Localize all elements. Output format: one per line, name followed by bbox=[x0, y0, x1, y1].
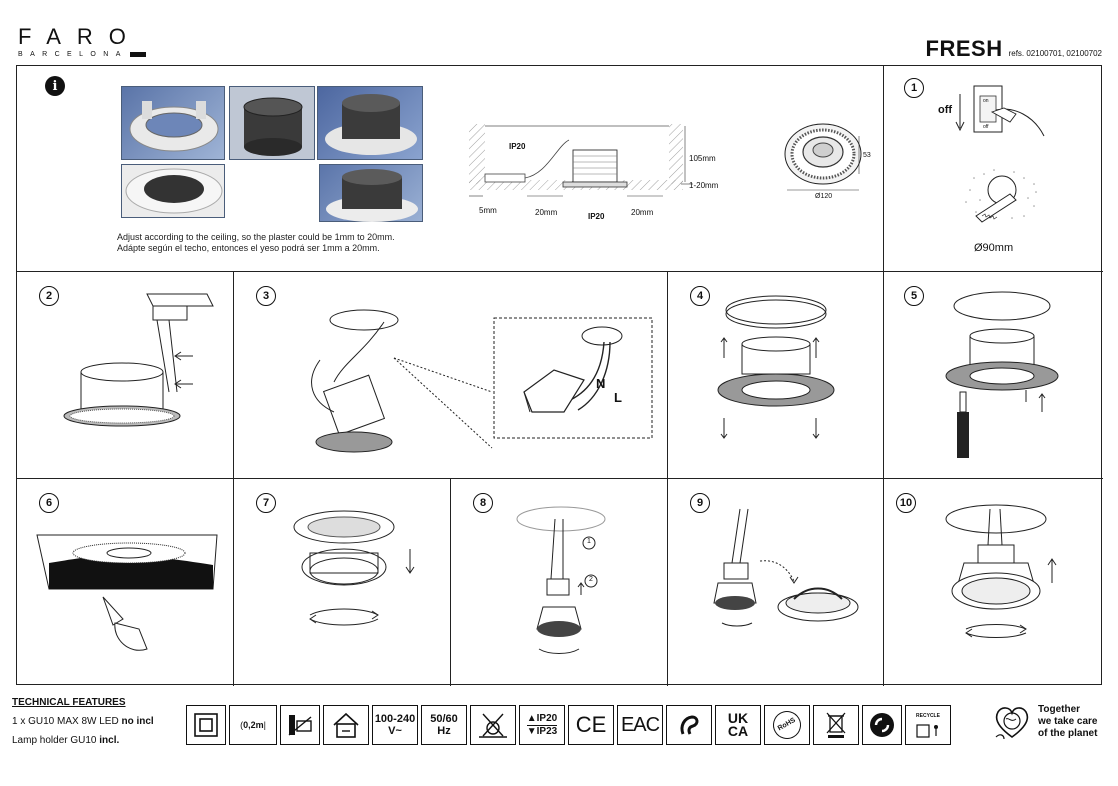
faro-logo: FARO BARCELONA bbox=[18, 26, 158, 58]
off-label: off bbox=[938, 104, 953, 116]
left-gap-label: 5mm bbox=[479, 206, 497, 215]
product-refs: refs. 02100701, 02100702 bbox=[1008, 49, 1102, 58]
logo-bar bbox=[129, 52, 146, 57]
class-ii-icon bbox=[186, 705, 226, 745]
switch-off-illustration bbox=[955, 85, 1045, 223]
switch-on-text: on bbox=[983, 98, 989, 104]
step-number: 8 bbox=[473, 493, 493, 513]
recycle-icon: RECYCLE bbox=[905, 705, 951, 745]
step-8-panel: 8 1 2 bbox=[451, 479, 668, 686]
adjust-note: Adjust according to the ceiling, so the … bbox=[117, 232, 395, 254]
side-right-label: 20mm bbox=[631, 208, 654, 217]
live-wire-label: L bbox=[614, 390, 622, 405]
step-5-panel: 5 bbox=[884, 272, 1103, 479]
technical-features-title: TECHNICAL FEATURES bbox=[12, 697, 126, 708]
photo-mounting-ring bbox=[121, 86, 225, 160]
step-number: 1 bbox=[904, 78, 924, 98]
substep-1: 1 bbox=[587, 538, 591, 545]
planet-line-2: we take care bbox=[1038, 716, 1098, 727]
plaster-label: 1-20mm bbox=[689, 181, 719, 190]
step-number: 4 bbox=[690, 286, 710, 306]
fixing-screw-illustration bbox=[945, 291, 1059, 458]
planet-heart-icon bbox=[995, 707, 1029, 740]
ip-label-bottom: IP20 bbox=[588, 212, 605, 221]
green-dot-icon bbox=[862, 705, 902, 745]
ceiling-section-diagram bbox=[469, 123, 862, 197]
neutral-wire-label: N bbox=[596, 376, 606, 391]
substep-2: 2 bbox=[589, 576, 593, 583]
ip-label-top: IP20 bbox=[509, 142, 526, 151]
logo-wordmark: FARO bbox=[18, 24, 142, 49]
lamp-insert-illustration bbox=[516, 506, 606, 654]
switch-off-text: off bbox=[983, 124, 989, 130]
eac-mark-icon: EAC bbox=[617, 705, 663, 745]
step-number: 2 bbox=[39, 286, 59, 306]
planet-line-3: of the planet bbox=[1038, 728, 1098, 739]
planet-line-1: Together bbox=[1038, 704, 1081, 715]
step-10-panel: 10 bbox=[884, 479, 1103, 686]
weee-bin-icon bbox=[813, 705, 859, 745]
plastering-illustration bbox=[36, 534, 218, 651]
planet-badge: Together we take care of the planet bbox=[992, 703, 1098, 741]
step-number: 3 bbox=[256, 286, 276, 306]
lamp-spec: 1 x GU10 MAX 8W LED no incl bbox=[12, 716, 154, 727]
instruction-grid: i Adjust according to the ceiling, so th… bbox=[16, 65, 1103, 686]
step-4-panel: 4 bbox=[668, 272, 884, 479]
step-9-panel: 9 bbox=[668, 479, 884, 686]
product-diameter-label: Ø120 bbox=[815, 193, 833, 200]
product-height-label: 53 bbox=[863, 152, 871, 159]
side-left-label: 20mm bbox=[535, 208, 558, 217]
adjust-note-es: Adápte según el techo, entonces el yeso … bbox=[117, 243, 380, 253]
indoor-use-icon bbox=[323, 705, 369, 745]
logo-subtitle: BARCELONA bbox=[18, 51, 128, 58]
ce-mark-icon: CE bbox=[568, 705, 614, 745]
product-name: FRESH bbox=[925, 36, 1003, 61]
step-6-panel: 6 bbox=[17, 479, 234, 686]
final-assembly-illustration bbox=[945, 504, 1057, 638]
no-dimmable-icon bbox=[470, 705, 516, 745]
step-3-panel: 3 N L bbox=[234, 272, 668, 479]
info-icon: i bbox=[45, 76, 65, 96]
product-header: FRESH refs. 02100701, 02100702 bbox=[926, 36, 1102, 62]
step-number: 9 bbox=[690, 493, 710, 513]
photo-housing bbox=[229, 86, 315, 160]
no-insulation-icon bbox=[280, 705, 320, 745]
step-number: 10 bbox=[896, 493, 916, 513]
step-2-panel: 2 bbox=[17, 272, 234, 479]
info-panel: i Adjust according to the ceiling, so th… bbox=[17, 66, 884, 272]
adjust-note-en: Adjust according to the ceiling, so the … bbox=[117, 232, 395, 242]
fdp-mark-icon bbox=[666, 705, 712, 745]
photo-ring-assembled bbox=[319, 164, 423, 222]
bezel-fit-illustration bbox=[293, 510, 415, 626]
cut-diameter-label: Ø90mm bbox=[974, 242, 1014, 254]
height-label: 105mm bbox=[689, 154, 716, 163]
step-number: 7 bbox=[256, 493, 276, 513]
step-1-panel: 1 off on off Ø90mm bbox=[884, 66, 1103, 272]
plaster-ring-illustration bbox=[717, 295, 835, 439]
step-number: 6 bbox=[39, 493, 59, 513]
housing-install-illustration bbox=[63, 293, 214, 427]
step-7-panel: 7 bbox=[234, 479, 451, 686]
step-number: 5 bbox=[904, 286, 924, 306]
photo-ring-front bbox=[121, 164, 225, 218]
rohs-icon: RoHS bbox=[764, 705, 810, 745]
distance-icon: (0,2m| bbox=[229, 705, 277, 745]
lamp-holder-spec: Lamp holder GU10 incl. bbox=[12, 735, 120, 746]
lamp-holder-illustration bbox=[713, 508, 859, 627]
ip-rating-icon: ▲IP20▼IP23 bbox=[519, 705, 565, 745]
photo-housing-ring bbox=[317, 86, 423, 160]
wiring-illustration bbox=[311, 309, 653, 453]
technical-features: TECHNICAL FEATURES 1 x GU10 MAX 8W LED n… bbox=[12, 693, 154, 750]
